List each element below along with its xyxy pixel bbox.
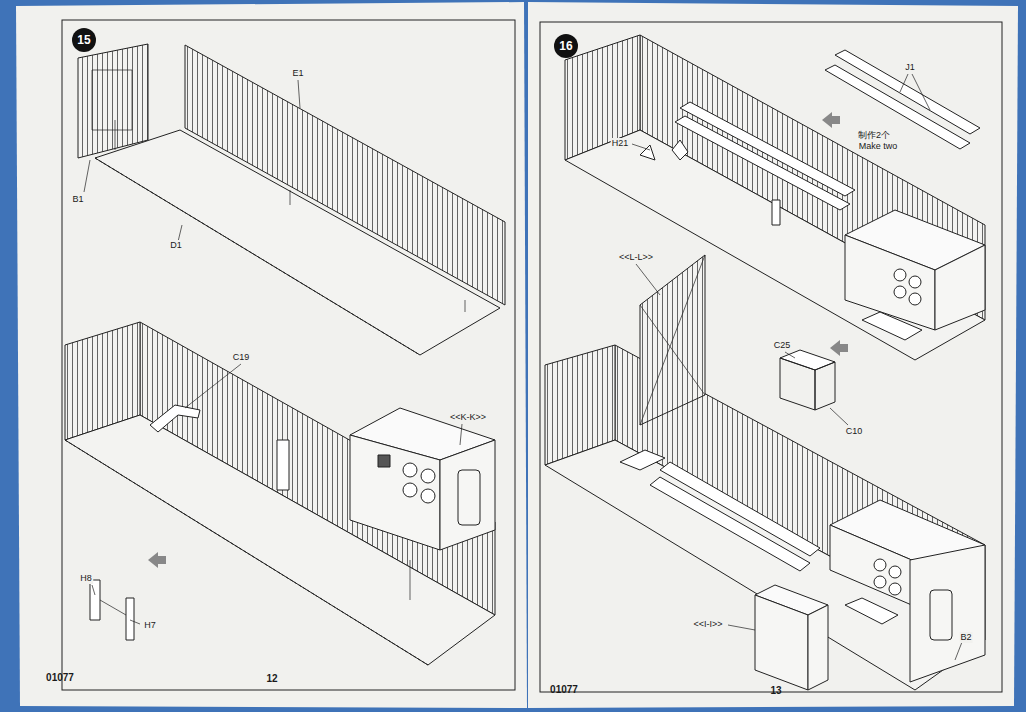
part-number: H8 bbox=[79, 573, 93, 584]
part-number: B2 bbox=[959, 632, 972, 643]
subassembly-callout: <<I-I>> bbox=[692, 619, 723, 630]
subassembly-callout: <<K-K>> bbox=[449, 412, 487, 423]
part-number: H7 bbox=[143, 620, 157, 631]
page-number: 12 bbox=[265, 673, 278, 684]
note: 制作2个 bbox=[857, 130, 891, 141]
part-number: B1 bbox=[71, 194, 84, 205]
step-number-text: 16 bbox=[559, 39, 572, 53]
part-number: C25 bbox=[773, 340, 792, 351]
kit-number: 01077 bbox=[45, 672, 75, 683]
kit-number: 01077 bbox=[549, 684, 579, 695]
step-number: 15 bbox=[72, 28, 96, 52]
container-parts bbox=[65, 35, 985, 690]
subassembly-callout: <<L-L>> bbox=[618, 252, 654, 263]
right-page bbox=[528, 2, 1018, 708]
part-number: H21 bbox=[611, 138, 630, 149]
page-border bbox=[62, 20, 515, 690]
part-number: E1 bbox=[291, 68, 304, 79]
leader-lines bbox=[84, 74, 962, 660]
left-page bbox=[16, 2, 527, 708]
page-number: 13 bbox=[769, 685, 782, 696]
note: Make two bbox=[858, 141, 899, 152]
step-number: 16 bbox=[554, 34, 578, 58]
part-number: C10 bbox=[845, 426, 864, 437]
part-number: J1 bbox=[904, 62, 916, 73]
part-number: C19 bbox=[232, 352, 251, 363]
step-number-text: 15 bbox=[77, 33, 90, 47]
page-border bbox=[540, 22, 1002, 692]
part-number: D1 bbox=[169, 240, 183, 251]
